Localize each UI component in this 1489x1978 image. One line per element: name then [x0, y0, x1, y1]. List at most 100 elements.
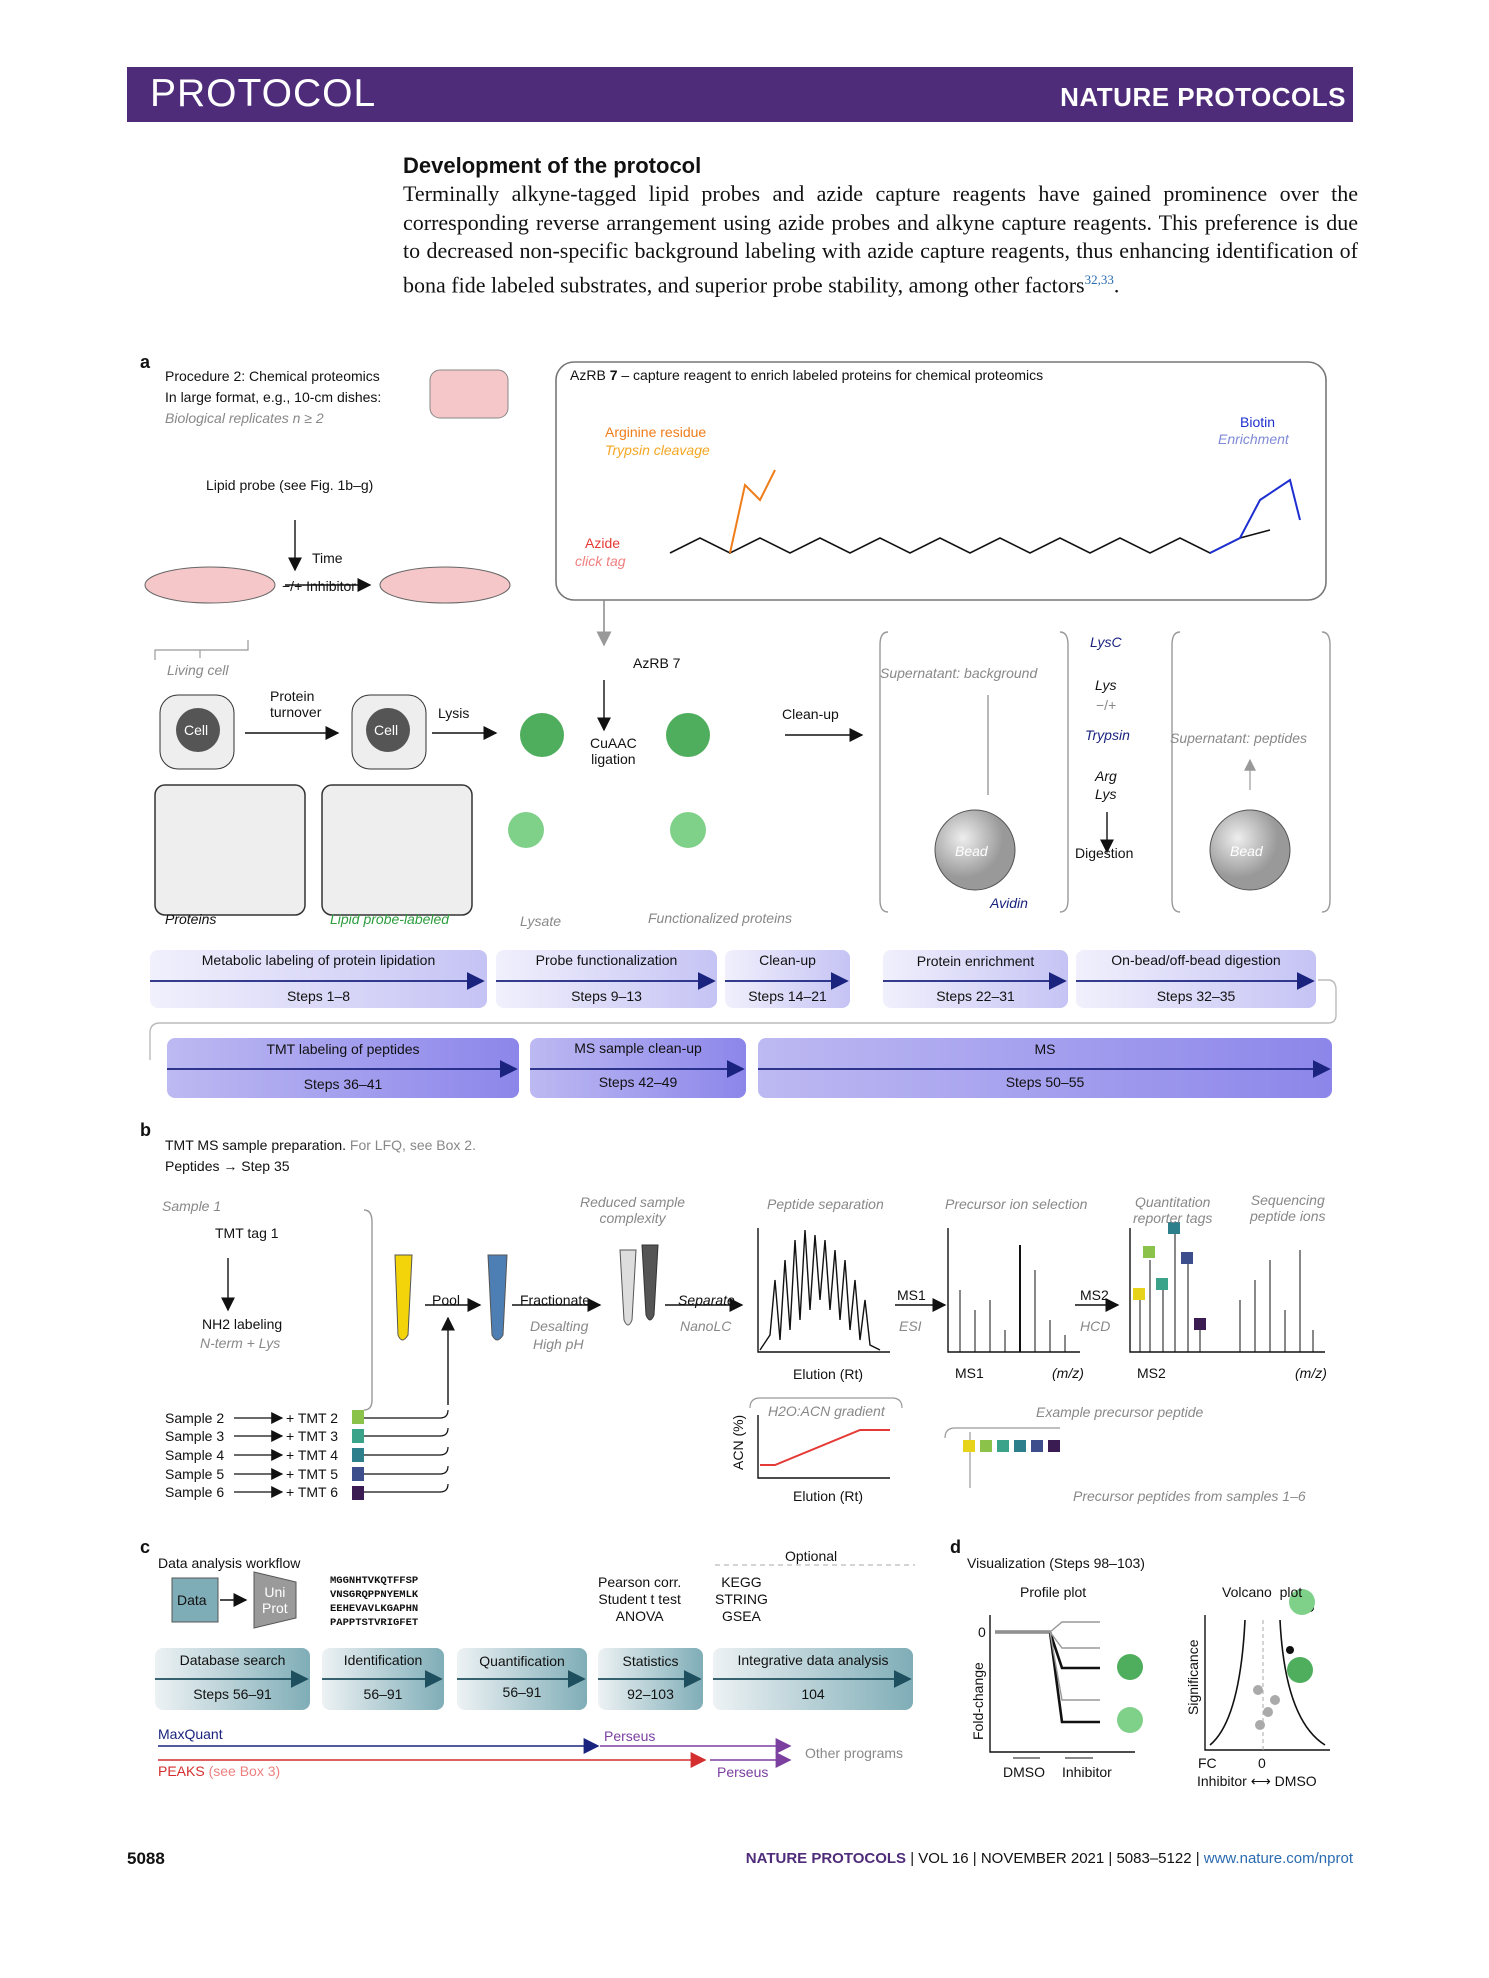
- step-label-3: Clean-up: [759, 952, 816, 968]
- tmt4-label: + TMT 4: [286, 1447, 339, 1463]
- arg-label: Arg: [1095, 768, 1117, 784]
- ms2-axis-label: MS2: [1137, 1365, 1166, 1381]
- sequence-line-1: MGGNHTVKQTFFSP: [330, 1575, 419, 1587]
- separate-label: Separate: [678, 1292, 735, 1308]
- desalting-label: Desalting: [530, 1318, 589, 1334]
- acn-axis-label: ACN (%): [730, 1414, 746, 1470]
- high-ph-label: High pH: [533, 1336, 584, 1352]
- lysate-label: Lysate: [520, 913, 561, 929]
- kegg-methods: KEGG STRING GSEA: [715, 1574, 768, 1624]
- lys-label-2: Lys: [1095, 786, 1117, 802]
- data-box-label[interactable]: Data: [177, 1592, 207, 1608]
- biotin-label: Biotin: [1240, 414, 1276, 430]
- tmt2-label: + TMT 2: [286, 1410, 339, 1426]
- bead-label-2: Bead: [1230, 843, 1263, 859]
- sample3-label: Sample 3: [165, 1428, 225, 1444]
- workflow-label-4: Statistics: [622, 1653, 679, 1669]
- workflow-steps-4[interactable]: 92–103: [627, 1686, 674, 1702]
- workflow-steps-5[interactable]: 104: [801, 1686, 825, 1702]
- step-range-8[interactable]: Steps 50–55: [1005, 1074, 1085, 1090]
- step-label-5: On-bead/off-bead digestion: [1111, 952, 1281, 968]
- lysc-label: LysC: [1090, 634, 1122, 650]
- bead-label-1: Bead: [955, 843, 988, 859]
- other-programs-label: Other programs: [805, 1745, 904, 1761]
- cleanup-label: Clean-up: [782, 706, 839, 722]
- workflow-label-1: Database search: [179, 1652, 286, 1668]
- footer-citation: NATURE PROTOCOLS | VOL 16 | NOVEMBER 202…: [746, 1850, 1353, 1867]
- quantitation-label: Quantitation reporter tags: [1133, 1194, 1213, 1226]
- footer-volume: | VOL 16 | NOVEMBER 2021 | 5083–5122 |: [906, 1850, 1204, 1867]
- workflow-steps-3[interactable]: 56–91: [502, 1684, 542, 1700]
- lipid-labeled-label: Lipid probe-labeled: [330, 911, 450, 927]
- citation-refs[interactable]: 32,33: [1084, 271, 1114, 287]
- profile-zero-tick: 0: [978, 1624, 986, 1640]
- panel-a-letter: a: [140, 352, 151, 372]
- lysis-label: Lysis: [438, 705, 470, 721]
- fc-label: FC: [1198, 1755, 1217, 1771]
- ms1-label: MS1: [897, 1287, 926, 1303]
- esi-label: ESI: [899, 1318, 922, 1334]
- ms1-axis-label: MS1: [955, 1365, 984, 1381]
- sample1-label: Sample 1: [162, 1198, 222, 1214]
- dmso-end: DMSO: [1274, 1773, 1317, 1789]
- mz-axis-label: (m/z): [1052, 1365, 1084, 1381]
- azrb7-label: AzRB 7: [633, 655, 681, 671]
- azrb-title-pre: AzRB: [570, 367, 610, 383]
- step-range-3[interactable]: Steps 14–21: [748, 988, 827, 1004]
- step-label-7: MS sample clean-up: [574, 1040, 702, 1056]
- visualization-title: Visualization (Steps 98–103): [967, 1555, 1145, 1571]
- page-number: 5088: [127, 1849, 165, 1868]
- step-range-1[interactable]: Steps 1–8: [286, 988, 351, 1004]
- digestion-label: Digestion: [1075, 845, 1134, 861]
- step-range-4[interactable]: Steps 22–31: [936, 988, 1015, 1004]
- step-range-2[interactable]: Steps 9–13: [571, 988, 642, 1004]
- panel-b-letter: b: [140, 1120, 151, 1140]
- body-text: Terminally alkyne-tagged lipid probes an…: [403, 181, 1358, 297]
- supernatant-peptides-label: Supernatant: peptides: [1170, 730, 1307, 746]
- ms2-label: MS2: [1080, 1287, 1109, 1303]
- footer-url-link[interactable]: www.nature.com/nprot: [1203, 1850, 1353, 1867]
- section-body: Terminally alkyne-tagged lipid probes an…: [403, 180, 1358, 299]
- workflow-steps-1[interactable]: Steps 56–91: [193, 1686, 272, 1702]
- nh2-labeling-label: NH2 labeling: [202, 1316, 283, 1332]
- volcano-plot-title: Volcano plot: [1222, 1584, 1303, 1600]
- lfq-note[interactable]: For LFQ, see Box 2.: [349, 1137, 476, 1153]
- lipid-probe-label: Lipid probe (see Fig. 1b–g): [206, 477, 374, 493]
- profile-plot-title: Profile plot: [1020, 1584, 1087, 1600]
- step-range-6[interactable]: Steps 36–41: [303, 1076, 383, 1092]
- fractionate-label: Fractionate: [520, 1292, 591, 1308]
- perseus-label-1: Perseus: [604, 1728, 656, 1744]
- azrb-title-post: – capture reagent to enrich labeled prot…: [617, 367, 1044, 383]
- footer-journal: NATURE PROTOCOLS: [745, 1850, 907, 1867]
- tmt-title: TMT MS sample preparation. For LFQ, see …: [165, 1137, 476, 1153]
- step-range-5[interactable]: Steps 32–35: [1156, 988, 1236, 1004]
- step-label-1: Metabolic labeling of protein lipidation: [201, 952, 436, 968]
- arginine-label: Arginine residue: [605, 424, 707, 440]
- reduced-complexity-label: Reduced sample complexity: [580, 1194, 686, 1226]
- peptide-separation-label: Peptide separation: [767, 1196, 884, 1212]
- procedure-line2: In large format, e.g., 10-cm dishes:: [165, 389, 382, 405]
- header-section-label: PROTOCOL: [150, 72, 377, 115]
- precursor-samples-label: Precursor peptides from samples 1–6: [1073, 1488, 1306, 1504]
- azrb-title-num: 7: [609, 367, 618, 383]
- data-analysis-title: Data analysis workflow: [158, 1555, 301, 1571]
- enrichment-label: Enrichment: [1218, 431, 1289, 447]
- cuaac-label: CuAAC ligation: [590, 735, 637, 767]
- cell-label-2: Cell: [374, 722, 399, 738]
- panel-d-letter: d: [950, 1537, 961, 1557]
- tmt-title-text: TMT MS sample preparation.: [165, 1137, 347, 1153]
- see-box3-link[interactable]: (see Box 3): [208, 1763, 281, 1779]
- trypsin-cleavage-label: Trypsin cleavage: [605, 442, 710, 458]
- step-range-7[interactable]: Steps 42–49: [598, 1074, 678, 1090]
- significance-axis: Significance: [1185, 1639, 1201, 1716]
- uniprot-label[interactable]: Uni Prot: [262, 1584, 288, 1616]
- workflow-label-5: Integrative data analysis: [737, 1652, 889, 1668]
- procedure-line1: Procedure 2: Chemical proteomics: [165, 368, 380, 384]
- procedure-line3: Biological replicates n ≥ 2: [165, 410, 324, 426]
- body-end: .: [1113, 271, 1120, 297]
- perseus-label-2: Perseus: [717, 1764, 769, 1780]
- living-cell-label: Living cell: [167, 662, 229, 678]
- statistics-methods: Pearson corr. Student t test ANOVA: [598, 1574, 682, 1624]
- workflow-steps-2[interactable]: 56–91: [363, 1686, 403, 1702]
